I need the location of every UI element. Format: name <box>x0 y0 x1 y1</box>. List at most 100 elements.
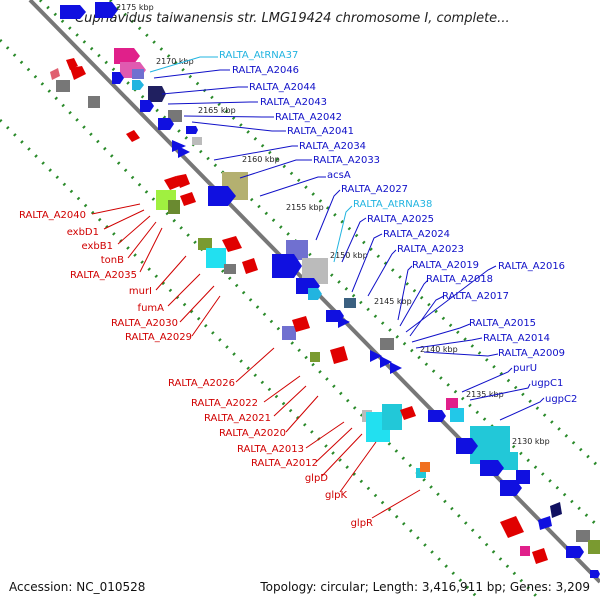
gene-label[interactable]: acsA <box>327 170 351 181</box>
topology-text: Topology: circular; Length: 3,416,911 bp… <box>260 580 590 594</box>
scale-tick-label: 2130 kbp <box>512 437 550 446</box>
gene-block <box>186 126 198 134</box>
gene-label[interactable]: RALTA_A2033 <box>313 155 380 166</box>
scale-tick-label: 2160 kbp <box>242 155 280 164</box>
gene-label[interactable]: RALTA_A2041 <box>287 126 354 137</box>
scale-tick-label: 2150 kbp <box>330 251 368 260</box>
gene-block <box>308 288 322 300</box>
gene-label[interactable]: RALTA_A2018 <box>426 274 493 285</box>
gene-label[interactable]: RALTA_A2023 <box>397 244 464 255</box>
gene-block <box>400 406 416 420</box>
gene-block <box>164 176 180 190</box>
gene-block <box>588 540 600 554</box>
gene-label[interactable]: RALTA_A2029 <box>125 332 192 343</box>
scale-ticks: 2175 kbp 2170 kbp 2165 kbp 2160 kbp 2155… <box>116 3 550 446</box>
gene-block <box>88 96 100 108</box>
gene-block <box>132 69 144 79</box>
accession-text: Accession: NC_010528 <box>9 580 146 594</box>
gene-label[interactable]: RALTA_A2034 <box>299 141 366 152</box>
reverse-leaders <box>91 203 421 519</box>
gene-label[interactable]: RALTA_A2013 <box>237 444 304 455</box>
scale-tick-label: 2175 kbp <box>116 3 154 12</box>
gene-block <box>126 130 140 142</box>
gene-block <box>60 5 86 19</box>
gene-block <box>50 68 60 80</box>
gene-label[interactable]: exbD1 <box>67 227 99 238</box>
gene-label[interactable]: ugpC1 <box>531 378 563 389</box>
gene-block <box>390 362 402 374</box>
gene-block <box>292 316 310 332</box>
gene-label[interactable]: RALTA_A2030 <box>111 318 178 329</box>
gene-label[interactable]: RALTA_A2044 <box>249 82 316 93</box>
gene-block <box>516 470 530 484</box>
gene-label[interactable]: RALTA_A2021 <box>204 413 271 424</box>
gene-block <box>446 398 458 410</box>
gene-label[interactable]: exbB1 <box>82 241 113 252</box>
gene-block <box>450 408 464 422</box>
gene-block <box>70 66 86 80</box>
forward-leaders <box>149 56 545 421</box>
gene-block <box>428 410 446 422</box>
gene-label[interactable]: RALTA_A2035 <box>70 270 137 281</box>
gene-label[interactable]: RALTA_A2022 <box>191 398 258 409</box>
scale-tick-label: 2155 kbp <box>286 203 324 212</box>
gene-block <box>176 174 190 188</box>
gene-block <box>532 548 548 564</box>
gene-block <box>282 326 296 340</box>
gene-block <box>66 58 78 70</box>
gene-label[interactable]: RALTA_A2016 <box>498 261 565 272</box>
reverse-gene-labels: RALTA_A2040 exbD1 exbB1 tonB RALTA_A2035… <box>19 210 373 529</box>
gene-label[interactable]: RALTA_A2017 <box>442 291 509 302</box>
gene-label[interactable]: RALTA_A2024 <box>383 229 450 240</box>
gene-label[interactable]: purU <box>513 363 537 374</box>
gene-block <box>224 264 236 274</box>
gene-block <box>420 462 430 472</box>
gene-label[interactable]: RALTA_AtRNA38 <box>353 199 432 210</box>
gene-block <box>416 468 426 478</box>
gene-block <box>330 346 348 364</box>
gene-block <box>208 186 236 206</box>
gene-label[interactable]: RALTA_A2027 <box>341 184 408 195</box>
gene-label[interactable]: fumA <box>138 303 165 314</box>
gene-block <box>576 530 590 542</box>
gene-block <box>480 460 504 476</box>
gene-block <box>178 146 190 158</box>
gene-block <box>95 2 118 18</box>
gene-block <box>500 452 518 470</box>
gene-block <box>242 258 258 274</box>
gene-block <box>172 140 186 152</box>
gene-label[interactable]: glpD <box>305 473 328 484</box>
gene-label[interactable]: RALTA_A2026 <box>168 378 235 389</box>
scale-tick-label: 2165 kbp <box>198 106 236 115</box>
gene-label[interactable]: RALTA_A2046 <box>232 65 299 76</box>
gene-label[interactable]: RALTA_A2019 <box>412 260 479 271</box>
gene-block <box>192 137 202 145</box>
gene-block <box>132 80 144 90</box>
gene-label[interactable]: RALTA_A2040 <box>19 210 86 221</box>
gene-block <box>158 118 174 130</box>
gene-block <box>566 546 584 558</box>
gene-block <box>114 48 140 64</box>
scale-tick-label: 2135 kbp <box>466 390 504 399</box>
gene-label[interactable]: tonB <box>101 255 124 266</box>
gene-label[interactable]: RALTA_A2012 <box>251 458 318 469</box>
scale-tick-label: 2170 kbp <box>156 57 194 66</box>
gene-block <box>380 338 394 350</box>
gene-label[interactable]: RALTA_A2020 <box>219 428 286 439</box>
gene-label[interactable]: RALTA_A2025 <box>367 214 434 225</box>
gene-label[interactable]: ugpC2 <box>545 394 577 405</box>
gene-label[interactable]: RALTA_AtRNA37 <box>219 50 298 61</box>
scale-tick-label: 2145 kbp <box>374 297 412 306</box>
gene-block <box>206 248 226 268</box>
gene-label[interactable]: RALTA_A2014 <box>483 333 550 344</box>
gene-label[interactable]: RALTA_A2043 <box>260 97 327 108</box>
gene-label[interactable]: glpK <box>325 490 347 501</box>
gene-block <box>222 236 242 252</box>
scale-tick-label: 2140 kbp <box>420 345 458 354</box>
gene-label[interactable]: RALTA_A2015 <box>469 318 536 329</box>
gene-label[interactable]: glpR <box>351 518 373 529</box>
gene-label[interactable]: RALTA_A2009 <box>498 348 565 359</box>
gene-label[interactable]: RALTA_A2042 <box>275 112 342 123</box>
gene-label[interactable]: murI <box>129 286 152 297</box>
